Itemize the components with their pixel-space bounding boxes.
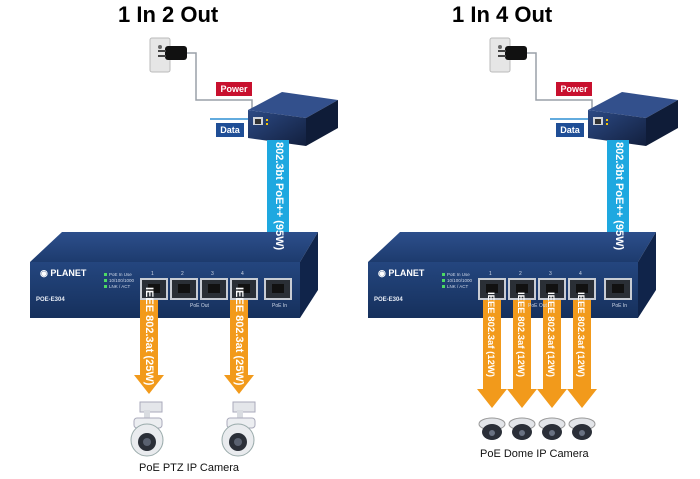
output-label-left-1: IEEE 802.3at (25W) bbox=[143, 287, 155, 386]
dome-camera-3 bbox=[538, 417, 566, 440]
switch-brand-left: ◉ PLANET bbox=[40, 268, 87, 278]
ptz-camera-2 bbox=[221, 401, 256, 457]
switch-port-4-left bbox=[230, 278, 258, 300]
port-number-1-left: 1 bbox=[151, 271, 154, 277]
output-arrows-right bbox=[477, 285, 597, 408]
power-cable-right bbox=[527, 52, 593, 110]
dome-camera-1 bbox=[478, 417, 506, 440]
power-cable-left bbox=[187, 52, 253, 110]
port-number-3-right: 3 bbox=[549, 271, 552, 277]
port-number-2-left: 2 bbox=[181, 271, 184, 277]
camera-caption-right: PoE Dome IP Camera bbox=[480, 448, 589, 460]
poe-in-label-right: PoE In bbox=[612, 303, 628, 309]
port-number-4-right: 4 bbox=[579, 271, 582, 277]
switch-port-2-left bbox=[170, 278, 198, 300]
led-legend-left: PoE In Use 10/100/1000 LNK / ACT bbox=[104, 272, 134, 290]
poe-injector-left bbox=[248, 92, 338, 146]
power-outlet-right bbox=[489, 37, 527, 73]
switch-model-left: POE-E304 bbox=[36, 297, 65, 303]
data-tag-right: Data bbox=[556, 123, 584, 137]
switch-port-2-right bbox=[508, 278, 536, 300]
switch-port-1-right bbox=[478, 278, 506, 300]
uplink-label-left: 802.3bt PoE++ (95W) bbox=[273, 142, 285, 251]
output-label-right-2: IEEE 802.3af (12W) bbox=[515, 292, 526, 378]
port-number-4-left: 4 bbox=[241, 271, 244, 277]
right-title: 1 In 4 Out bbox=[452, 2, 553, 27]
port-number-3-left: 3 bbox=[211, 271, 214, 277]
uplink-label-right: 802.3bt PoE++ (95W) bbox=[613, 142, 625, 251]
camera-caption-left: PoE PTZ IP Camera bbox=[139, 462, 240, 474]
poe-injector-right bbox=[588, 92, 678, 146]
output-arrows-left bbox=[134, 285, 254, 394]
switch-port-in-left bbox=[264, 278, 292, 300]
power-tag-left: Power bbox=[216, 82, 252, 96]
poe-in-label-left: PoE In bbox=[272, 303, 288, 309]
power-outlet-left bbox=[149, 37, 187, 73]
led-legend-right: PoE In Use 10/100/1000 LNK / ACT bbox=[442, 272, 472, 290]
switch-brand-right: ◉ PLANET bbox=[378, 268, 425, 278]
switch-port-4-right bbox=[568, 278, 596, 300]
switch-port-3-right bbox=[538, 278, 566, 300]
dome-camera-4 bbox=[568, 417, 596, 440]
switch-port-in-right bbox=[604, 278, 632, 300]
data-tag-left: Data bbox=[216, 123, 244, 137]
output-label-right-3: IEEE 802.3af (12W) bbox=[545, 292, 556, 378]
power-tag-right: Power bbox=[556, 82, 592, 96]
output-label-right-4: IEEE 802.3af (12W) bbox=[575, 292, 586, 378]
port-number-2-right: 2 bbox=[519, 271, 522, 277]
left-title: 1 In 2 Out bbox=[118, 2, 219, 27]
switch-model-right: POE-E304 bbox=[374, 297, 403, 303]
ptz-camera-1 bbox=[130, 401, 164, 457]
port-number-1-right: 1 bbox=[489, 271, 492, 277]
dome-camera-2 bbox=[508, 417, 536, 440]
output-label-left-2: IEEE 802.3at (25W) bbox=[233, 287, 245, 386]
switch-port-3-left bbox=[200, 278, 228, 300]
poe-out-label-left: PoE Out bbox=[190, 303, 209, 309]
output-label-right-1: IEEE 802.3af (12W) bbox=[485, 292, 496, 378]
switch-port-1-left bbox=[140, 278, 168, 300]
poe-out-label-right: PoE Out bbox=[528, 303, 547, 309]
